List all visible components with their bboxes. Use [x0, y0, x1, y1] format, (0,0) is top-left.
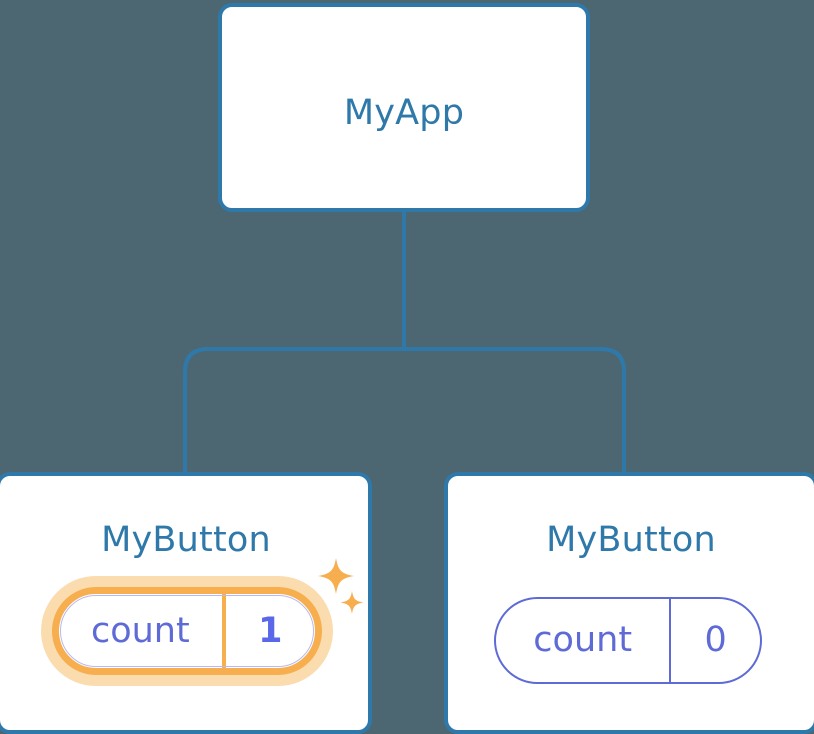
node-myapp[interactable]: MyApp [218, 3, 590, 212]
state-value-right: 0 [704, 620, 727, 660]
node-title-myapp: MyApp [343, 93, 465, 133]
node-title-mybutton-right: MyButton [546, 520, 716, 560]
connector-branches [183, 347, 626, 474]
node-mybutton-right[interactable]: MyButton [444, 472, 814, 734]
state-value-left: 1 [258, 610, 283, 651]
state-pill-right-wrapper: count 0 [494, 597, 762, 684]
state-pill-left[interactable]: count 1 [52, 587, 322, 675]
state-pill-left-wrapper: count 1 [41, 576, 333, 686]
state-key-left: count [59, 594, 226, 668]
state-pill-right[interactable]: count 0 [494, 597, 762, 684]
state-key-right: count [496, 599, 672, 682]
state-pill-glow: count 1 [41, 576, 333, 686]
node-title-mybutton-left: MyButton [101, 520, 271, 560]
